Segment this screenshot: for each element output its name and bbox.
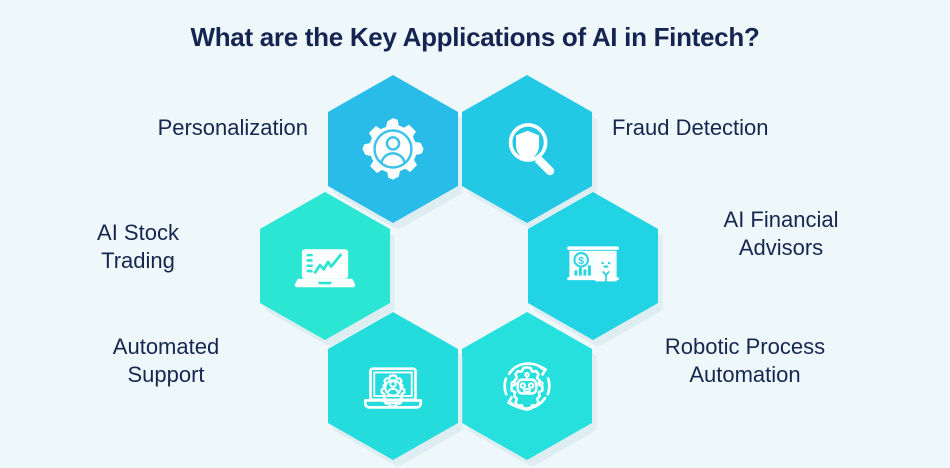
label-ai-financial-advisors: AI Financial Advisors (723, 207, 839, 261)
hex-personalization[interactable] (328, 75, 463, 230)
hex-ai-stock-trading[interactable] (260, 192, 395, 347)
hex-automated-support[interactable] (328, 312, 463, 467)
label-automated-support: Automated Support (112, 334, 220, 388)
page-title: What are the Key Applications of AI in F… (190, 22, 760, 52)
label-fraud-detection: Fraud Detection (612, 115, 769, 140)
shield-magnifier-icon (462, 75, 592, 223)
hex-ai-financial-advisors[interactable]: $ (528, 192, 663, 347)
label-ai-stock-trading: AI Stock Trading (97, 220, 179, 274)
laptop-chart-icon (260, 192, 390, 340)
label-personalization: Personalization (157, 115, 308, 140)
hex-fraud-detection[interactable] (462, 75, 597, 230)
gear-person-icon (328, 75, 458, 223)
hex-robotic-process-automation[interactable] (462, 312, 597, 467)
svg-text:$: $ (578, 256, 584, 267)
robot-gear-cycle-icon (462, 312, 592, 460)
label-robotic-process-automation: Robotic Process Automation (664, 334, 826, 388)
laptop-gear-person-icon (328, 312, 458, 460)
presentation-advisor-icon: $ (528, 192, 658, 340)
